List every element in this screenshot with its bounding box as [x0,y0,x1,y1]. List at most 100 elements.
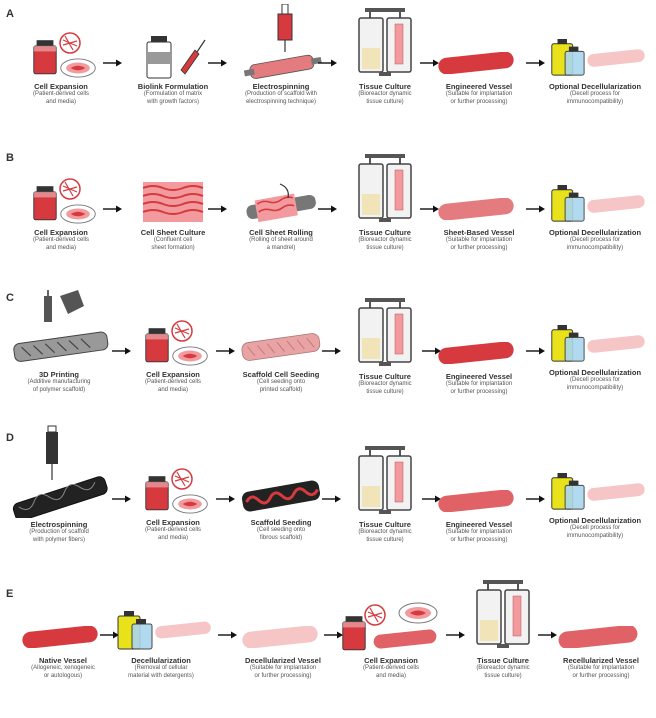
row-a-step-1: Cell Expansion (Patient-derived cells an… [6,30,116,106]
row-a-step-4-sub: (Bioreactor dynamic tissue culture) [358,91,412,105]
vessel-icon [437,490,515,512]
row-b-step-5: Sheet-Based Vessel (Suitable for implant… [424,190,534,252]
row-e-step-1-title: Native Vessel [39,656,87,665]
row-a-step-2: Biolink Formulation (Formulation of matr… [118,30,228,106]
row-e-step-6: Recellularized Vessel (Suitable for impl… [546,618,656,680]
electrospinning-icon [12,425,108,518]
row-d-step-4: Tissue Culture (Bioreactor dynamic tissu… [330,446,440,544]
row-c-step-6-sub: (Decell process for immunocompatibility) [566,377,624,391]
arrow-icon [208,204,228,214]
row-a-step-4: Tissue Culture (Bioreactor dynamic tissu… [330,8,440,106]
row-d-step-6: Optional Decellularization (Decell proce… [540,470,650,540]
row-b-step-5-sub: (Suitable for implantation or further pr… [445,237,513,251]
row-d-step-1-title: Electrospinning [30,520,88,529]
row-d-step-5-title: Engineered Vessel [445,520,513,529]
bioreactor-icon [476,579,530,649]
row-a-step-3: Electrospinning (Production of scaffold … [226,4,336,106]
row-e-step-3: Decellularized Vessel (Suitable for impl… [228,618,338,680]
bioreactor-icon [358,154,412,223]
bioreactor-icon [358,298,412,367]
row-d-step-1-sub: (Production of scaffold with polymer fib… [29,529,89,543]
row-b-step-3: Cell Sheet Rolling (Rolling of sheet aro… [226,176,336,252]
row-b-step-4-title: Tissue Culture [359,228,411,237]
decellularized-vessel-icon [241,626,319,648]
row-d-step-6-title: Optional Decellularization [548,516,642,525]
row-d-step-3-sub: (Cell seeding onto fibrous scaffold) [256,527,306,541]
row-c-step-3: Scaffold Cell Seeding (Cell seeding onto… [226,328,336,394]
cell-expansion-icon [145,468,208,514]
decellularization-icon [551,38,646,76]
row-e-step-4: Cell Expansion (Patient-derived cells an… [336,600,446,680]
row-e-step-1: Native Vessel (Allogeneic, xenogeneic or… [8,618,118,680]
row-d-step-2-title: Cell Expansion [146,518,200,527]
row-c-step-5-title: Engineered Vessel [445,372,513,381]
row-c-step-4-sub: (Bioreactor dynamic tissue culture) [358,381,412,395]
decellularization-icon [551,184,646,222]
row-a-step-4-title: Tissue Culture [359,82,411,91]
row-a-step-5-sub: (Suitable for implantation or further pr… [445,91,513,105]
row-e-step-5-title: Tissue Culture [477,656,529,665]
row-e-step-6-title: Recellularized Vessel [563,656,639,665]
row-e-step-1-sub: (Allogeneic, xenogeneic or autologous) [31,665,95,679]
row-d-step-2-sub: (Patient-derived cells and media) [144,527,202,541]
row-a-step-3-sub: (Production of scaffold with electrospin… [245,91,317,105]
row-d-step-4-title: Tissue Culture [359,520,411,529]
row-a-step-1-sub: (Patient-derived cells and media) [32,91,90,105]
row-b-step-6-sub: (Decell process for immunocompatibility) [566,237,624,251]
row-d-letter: D [6,432,14,444]
seeded-scaffold-icon [241,333,321,361]
fibrous-scaffold-icon [241,480,321,512]
row-e-step-5: Tissue Culture (Bioreactor dynamic tissu… [448,578,558,680]
row-a-step-1-title: Cell Expansion [34,82,88,91]
row-b-step-2-title: Cell Sheet Culture [140,228,206,237]
row-c-step-6: Optional Decellularization (Decell proce… [540,322,650,392]
row-a-step-3-title: Electrospinning [252,82,310,91]
recellularized-vessel-icon [557,626,639,648]
row-a-letter: A [6,8,14,20]
row-b-letter: B [6,152,14,164]
electrospinning-icon [243,4,322,79]
decellularization-icon [551,472,646,510]
row-d-step-5-sub: (Suitable for implantation or further pr… [445,529,513,543]
row-c-step-6-title: Optional Decellularization [548,368,642,377]
cell-expansion-icon [33,178,96,224]
row-b-step-4: Tissue Culture (Bioreactor dynamic tissu… [330,154,440,252]
row-c-step-1: 3D Printing (Additive manufacturing of p… [4,286,114,394]
sheet-rolling-icon [246,183,316,223]
arrow-icon [208,58,228,68]
row-d-step-4-sub: (Bioreactor dynamic tissue culture) [358,529,412,543]
row-d-step-1: Electrospinning (Production of scaffold … [4,424,114,544]
row-a-step-6: Optional Decellularization (Decell proce… [540,36,650,106]
row-b-step-2: Cell Sheet Culture (Confluent cell sheet… [118,176,228,252]
row-d-step-2: Cell Expansion (Patient-derived cells an… [118,466,228,542]
row-a-step-5: Engineered Vessel (Suitable for implanta… [424,44,534,106]
vessel-icon [437,52,515,74]
row-b-step-1-sub: (Patient-derived cells and media) [32,237,90,251]
row-b-step-2-sub: (Confluent cell sheet formation) [151,237,195,251]
row-b-step-6-title: Optional Decellularization [548,228,642,237]
row-a-step-6-sub: (Decell process for immunocompatibility) [566,91,624,105]
row-a-step-6-title: Optional Decellularization [548,82,642,91]
row-b-step-3-sub: (Rolling of sheet around a mandrel) [249,237,313,251]
row-e-step-2: Decellularization (Removal of cellular m… [106,606,216,680]
row-e-step-2-sub: (Removal of cellular material with deter… [128,665,194,679]
row-a-step-2-sub: (Formulation of matrix with growth facto… [143,91,203,105]
row-e-letter: E [6,588,14,600]
row-e-step-2-title: Decellularization [131,656,191,665]
row-b-step-5-title: Sheet-Based Vessel [443,228,515,237]
biolink-formulation-icon [146,36,206,79]
decellularization-icon [551,324,646,362]
bioreactor-icon [358,446,412,515]
row-b-step-3-title: Cell Sheet Rolling [249,228,313,237]
3d-printing-icon [13,290,109,362]
row-b-step-4-sub: (Bioreactor dynamic tissue culture) [358,237,412,251]
row-c-step-3-sub: (Cell seeding onto printed scaffold) [256,379,306,393]
row-e-step-4-sub: (Patient-derived cells and media) [362,665,420,679]
row-d-step-6-sub: (Decell process for immunocompatibility) [566,525,624,539]
bioreactor-icon [358,8,412,77]
row-d-step-5: Engineered Vessel (Suitable for implanta… [424,482,534,544]
row-e-step-4-title: Cell Expansion [364,656,418,665]
row-b-step-6: Optional Decellularization (Decell proce… [540,182,650,252]
row-c-letter: C [6,292,14,304]
row-c-step-4-title: Tissue Culture [359,372,411,381]
